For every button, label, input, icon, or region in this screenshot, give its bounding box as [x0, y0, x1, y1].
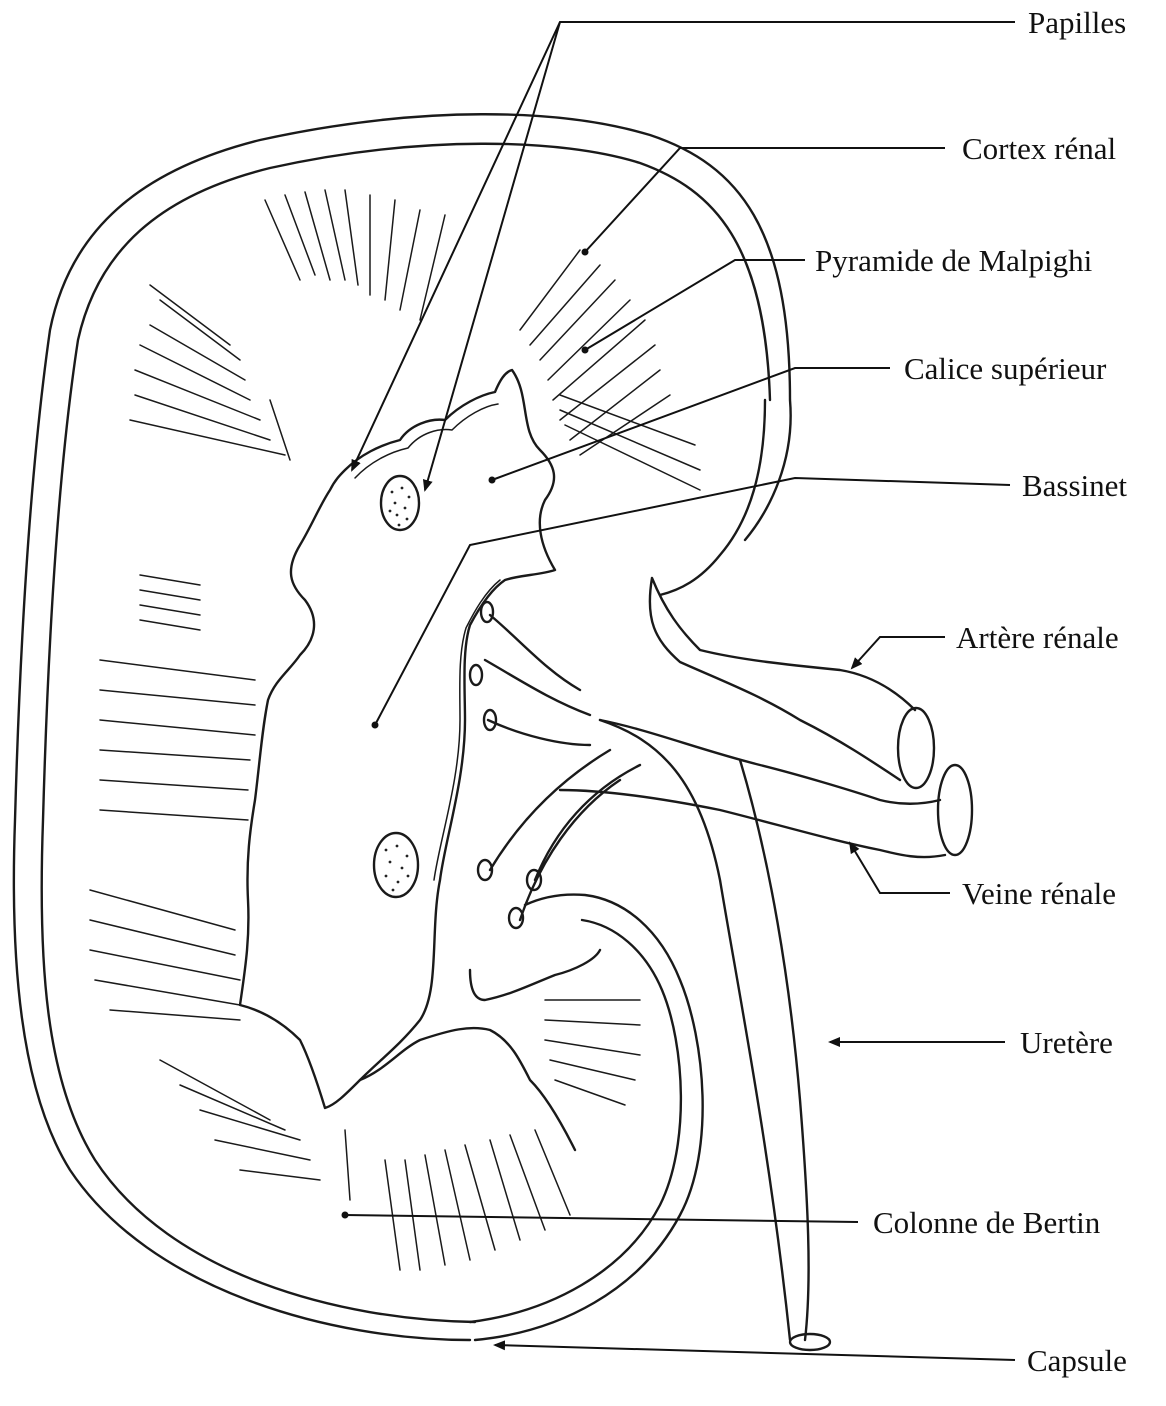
papilla-lower [374, 833, 418, 897]
lower-calyx-inner [470, 950, 600, 1000]
renal-artery-cut [898, 708, 934, 788]
lower-calyx [360, 1028, 575, 1150]
label-cortex: Cortex rénal [962, 131, 1116, 166]
label-papilles: Papilles [1028, 5, 1126, 40]
label-pyramide: Pyramide de Malpighi [815, 243, 1093, 278]
renal-pelvis-inner [355, 404, 500, 880]
papilla-upper [381, 476, 419, 530]
ureter-end [790, 1334, 830, 1350]
pyramid-striations [90, 190, 700, 1270]
renal-artery [650, 578, 915, 780]
segmental-vessels [470, 602, 640, 928]
kidney-lower-lip-inner [470, 920, 681, 1322]
label-colonne: Colonne de Bertin [873, 1205, 1101, 1240]
label-veine: Veine rénale [962, 876, 1116, 911]
renal-pelvis-outline [240, 370, 555, 1108]
label-uretere: Uretère [1020, 1025, 1113, 1060]
label-bassinet: Bassinet [1022, 468, 1127, 503]
renal-vein [560, 720, 945, 857]
cortex-boundary [660, 400, 765, 595]
label-artere: Artère rénale [956, 620, 1119, 655]
kidney-capsule-inner-line [42, 144, 770, 1322]
label-calice: Calice supérieur [904, 351, 1107, 386]
label-capsule: Capsule [1027, 1343, 1127, 1378]
renal-vein-cut [938, 765, 972, 855]
